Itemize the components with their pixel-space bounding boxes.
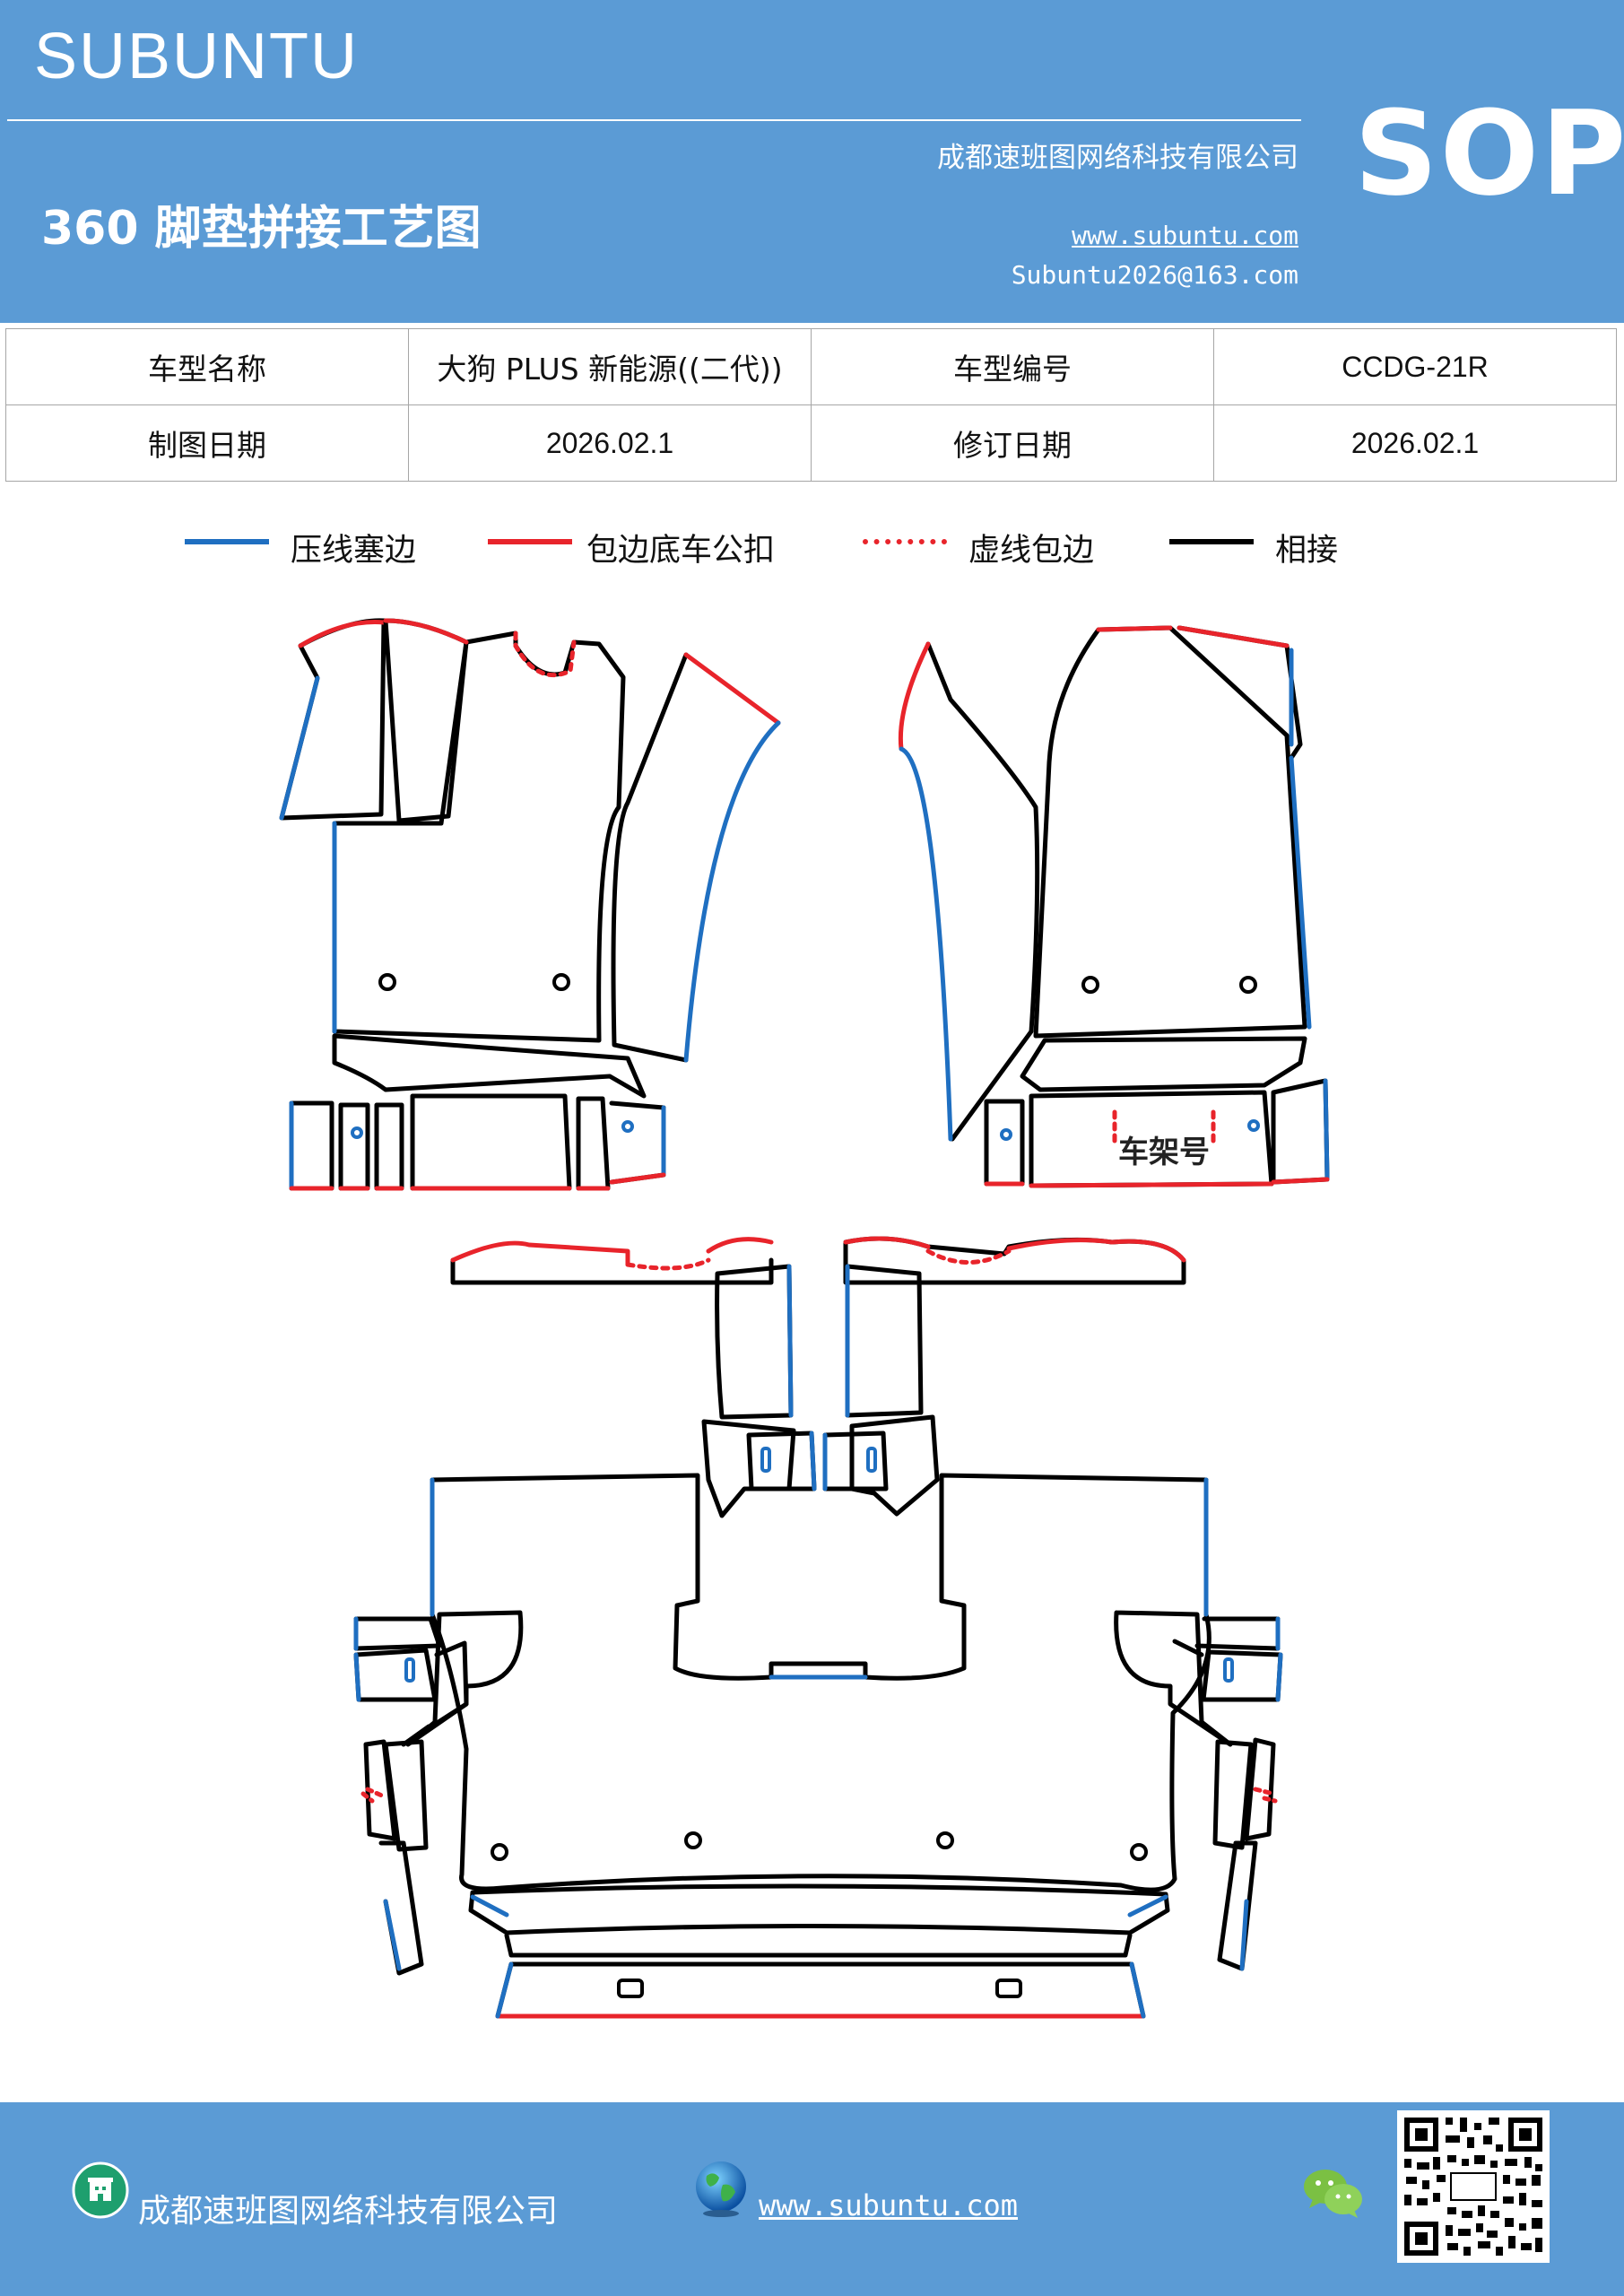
flm-side-blue	[683, 720, 781, 1063]
legend-swatch-blue	[185, 539, 269, 544]
footer-website-link[interactable]: www.subuntu.com	[759, 2188, 1018, 2222]
frm-main-blue	[1289, 755, 1312, 1030]
footer-banner: 成都速班图网络科技有限公司 www.subuntu.com	[0, 2102, 1624, 2296]
sop-badge: SOP	[1354, 85, 1624, 222]
flm-sill	[332, 1033, 647, 1099]
frm-side-red	[898, 641, 931, 752]
legend-label: 压线塞边	[291, 533, 417, 569]
frm-main	[1033, 625, 1307, 1039]
flm-notch-dotted	[513, 631, 577, 678]
drawing-date-value: 2026.02.1	[408, 404, 812, 482]
front-right-sill-pieces	[984, 1078, 1330, 1188]
footer-company: 成都速班图网络科技有限公司	[138, 2193, 559, 2230]
company-icon	[72, 2161, 129, 2219]
rear-main-mat	[430, 1473, 1211, 2019]
model-name-value: 大狗 PLUS 新能源((二代))	[408, 328, 812, 405]
brand-name: SUBUNTU	[34, 21, 360, 92]
globe-icon	[696, 2161, 746, 2217]
frm-hole	[1239, 976, 1257, 994]
qr-code[interactable]	[1397, 2110, 1550, 2263]
flm-seat-flap-red	[298, 620, 386, 648]
header-email[interactable]: Subuntu2026@163.com	[1011, 260, 1298, 290]
table-row: 车型名称 大狗 PLUS 新能源((二代)) 车型编号 CCDG-21R	[5, 328, 1617, 405]
flm-side	[611, 652, 689, 1063]
rear-right-side-pieces	[1114, 1610, 1283, 1971]
frm-flap-red	[1177, 625, 1290, 648]
header-banner: SUBUNTU 成都速班图网络科技有限公司 360 脚垫拼接工艺图 www.su…	[0, 0, 1624, 323]
rear-tunnel-pieces	[701, 1264, 940, 1518]
vehicle-info-table: 车型名称 大狗 PLUS 新能源((二代)) 车型编号 CCDG-21R 制图日…	[5, 328, 1617, 482]
front-left-mat	[279, 618, 781, 1099]
table-row: 制图日期 2026.02.1 修订日期 2026.02.1	[5, 404, 1617, 482]
frm-sill	[1020, 1036, 1307, 1092]
flm-main-red	[383, 618, 469, 645]
front-left-sill-pieces	[289, 1093, 666, 1191]
front-right-mat	[898, 625, 1312, 1142]
legend-label: 相接	[1275, 533, 1339, 569]
revision-date-value: 2026.02.1	[1213, 404, 1617, 482]
model-code-value: CCDG-21R	[1213, 328, 1617, 405]
wechat-icon	[1304, 2170, 1362, 2218]
frm-main-red	[1096, 625, 1173, 632]
frm-side-blue	[899, 746, 953, 1142]
flm-side-red	[683, 652, 781, 726]
floor-mat-diagram: 车架号	[279, 618, 1330, 2019]
frm-hole	[1081, 976, 1099, 994]
rear-top-strips	[450, 1236, 1186, 1285]
header-divider	[7, 119, 1301, 121]
qr-code-icon	[1397, 2110, 1550, 2263]
legend-swatch-red	[488, 539, 572, 544]
frm-side	[925, 641, 1040, 1142]
legend-swatch-red-dotted	[863, 539, 947, 544]
flm-hole	[378, 973, 396, 991]
header-company: 成都速班图网络科技有限公司	[937, 142, 1298, 174]
legend-label: 包边底车公扣	[586, 533, 776, 569]
legend-label: 虚线包边	[968, 533, 1095, 569]
header-website-link[interactable]: www.subuntu.com	[1072, 221, 1298, 250]
model-name-label: 车型名称	[5, 328, 409, 405]
flm-hole	[552, 973, 570, 991]
rear-left-side-pieces	[353, 1610, 524, 1976]
flm-strip	[383, 618, 469, 823]
legend: 压线塞边 包边底车公扣 虚线包边 相接	[0, 525, 1624, 570]
flm-main	[332, 618, 626, 1043]
model-code-label: 车型编号	[811, 328, 1214, 405]
legend-swatch-black	[1169, 539, 1254, 544]
flm-seat-flap	[279, 618, 386, 821]
drawing-date-label: 制图日期	[5, 404, 409, 482]
flm-seat-flap-blue	[279, 675, 320, 821]
page-title: 360 脚垫拼接工艺图	[41, 202, 482, 256]
frame-number-label: 车架号	[1118, 1135, 1210, 1170]
revision-date-label: 修订日期	[811, 404, 1214, 482]
